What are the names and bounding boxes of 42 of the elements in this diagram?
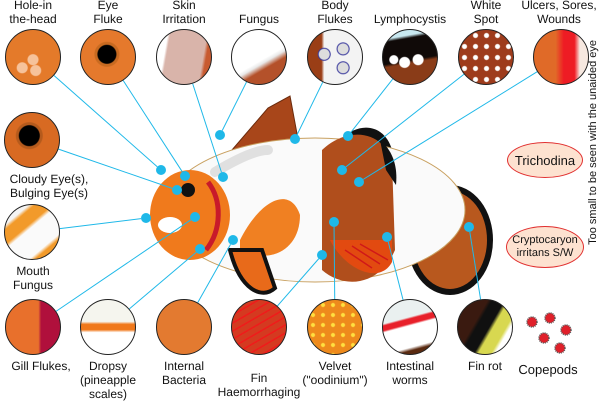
- marker-dot: [343, 131, 353, 141]
- marker-dot: [156, 165, 166, 175]
- leader-line: [54, 75, 158, 168]
- symptom-label: Hole-in the-head: [8, 0, 58, 26]
- symptom-label: Fin rot: [466, 359, 503, 373]
- symptom-label: Lymphocystis: [372, 12, 448, 26]
- leader-line: [122, 80, 183, 172]
- leader-line: [388, 241, 404, 300]
- symptom-label: Velvet ("oodinium"): [301, 359, 369, 387]
- parasite-oval: Trichodina: [507, 142, 583, 178]
- leader-line: [128, 252, 197, 310]
- symptom-label: Mouth Fungus: [12, 264, 54, 292]
- marker-dot: [215, 130, 225, 140]
- leader-line: [362, 71, 538, 180]
- leader-line: [59, 218, 142, 230]
- symptom-label: Skin Irritation: [161, 0, 207, 26]
- symptom-label: Copepods: [517, 362, 579, 377]
- symptom-label: Fin Haemorrhaging: [216, 371, 302, 399]
- leader-line: [345, 74, 464, 168]
- symptom-label: Internal Bacteria: [160, 359, 208, 387]
- symptom-label: Eye Fluke: [92, 0, 124, 26]
- leader-line: [469, 231, 482, 300]
- leader-line: [56, 219, 192, 312]
- leader-line: [350, 78, 394, 133]
- leader-line: [197, 244, 232, 304]
- symptom-label: Body Flukes: [316, 0, 354, 26]
- symptom-label: Gill Flukes,: [10, 359, 72, 373]
- marker-dot: [141, 213, 151, 223]
- leader-line: [58, 148, 173, 189]
- symptom-label: White Spot: [470, 0, 502, 26]
- leader-line: [296, 82, 324, 135]
- leader-line: [192, 83, 222, 173]
- leader-line: [222, 82, 247, 132]
- parasite-oval: Cryptocaryon irritans S/W: [506, 226, 584, 268]
- symptom-label: Intestinal worms: [384, 359, 436, 387]
- side-note: Too small to be seen with the unaided eye: [587, 40, 599, 245]
- symptom-label: Ulcers, Sores, Wounds: [520, 0, 598, 26]
- leader-line: [334, 226, 336, 300]
- symptom-label: Cloudy Eye(s), Bulging Eye(s): [8, 172, 90, 200]
- leader-line: [276, 258, 320, 306]
- symptom-label: Fungus: [238, 12, 280, 26]
- symptom-label: Dropsy (pineapple scales): [78, 359, 138, 401]
